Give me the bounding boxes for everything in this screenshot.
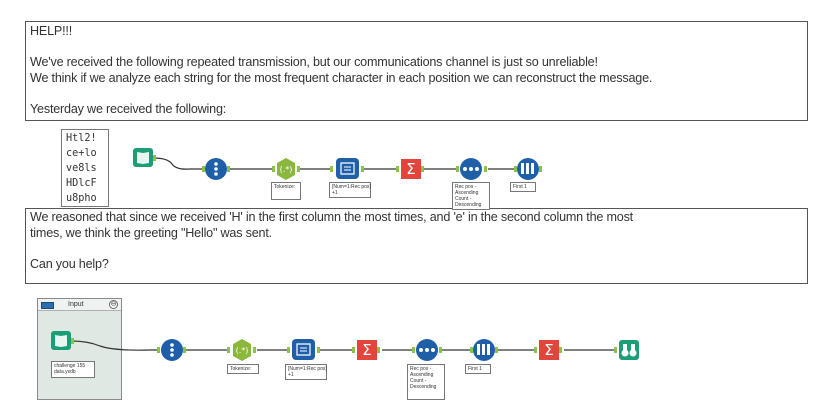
- summarize-tool[interactable]: Σ: [534, 340, 562, 360]
- intro-line-1: HELP!!!: [30, 24, 72, 38]
- container-color-bar: [41, 302, 54, 309]
- formula-annotation: [Num=1:Rec pos] +1: [329, 182, 371, 198]
- tokenize-annotation: Tokenize:: [227, 364, 259, 374]
- sample-tool[interactable]: [514, 158, 542, 180]
- sample-tool[interactable]: [470, 339, 498, 361]
- container-header[interactable]: Input ⊖: [38, 299, 121, 311]
- sample-string: u8pho: [66, 193, 97, 204]
- select-tool[interactable]: [157, 339, 186, 361]
- reasoning-line-1: We reasoned that since we received 'H' i…: [30, 210, 633, 224]
- svg-text:Σ: Σ: [544, 341, 553, 359]
- reasoning-line-3: Can you help?: [30, 256, 109, 271]
- sample-annotation: First 1: [510, 182, 536, 192]
- intro-line-3: We think if we analyze each string for t…: [30, 70, 653, 85]
- formula-annotation: [Num=1:Rec pos] +1: [285, 364, 327, 380]
- intro-line-4: Yesterday we received the following:: [30, 101, 227, 116]
- formula-tool[interactable]: [287, 339, 320, 360]
- bottom-connectors: [70, 340, 614, 351]
- input-annotation: challenge 155 data.yxdb: [51, 361, 95, 378]
- sample-string: ce+lo: [66, 148, 97, 159]
- sample-string: ve8ls: [66, 163, 97, 174]
- input-tool[interactable]: [51, 331, 74, 350]
- reasoning-comment-box[interactable]: We reasoned that since we received 'H' i…: [25, 208, 808, 284]
- sort-annotation: Rec pos - Ascending Count - Descending: [452, 182, 490, 210]
- tokenize-annotation: Tokenize:: [271, 182, 301, 200]
- sort-tool[interactable]: [456, 158, 487, 180]
- browse-tool[interactable]: [614, 340, 639, 360]
- sample-string: HDlcF: [66, 178, 97, 189]
- summarize-tool[interactable]: Σ: [352, 340, 380, 360]
- top-connectors: [152, 157, 514, 170]
- svg-text:(.*): (.*): [236, 346, 249, 355]
- collapse-icon[interactable]: ⊖: [109, 300, 118, 309]
- svg-text:Σ: Σ: [406, 160, 415, 178]
- svg-text:Σ: Σ: [362, 341, 371, 359]
- reasoning-line-2: times, we think the greeting "Hello" was…: [30, 225, 272, 240]
- regex-tool[interactable]: (.*): [272, 158, 300, 180]
- regex-tool[interactable]: (.*): [227, 339, 256, 361]
- formula-tool[interactable]: [330, 158, 364, 179]
- intro-line-2: We've received the following repeated tr…: [30, 55, 598, 70]
- sort-annotation: Rec pos - Ascending Count - Descending: [407, 364, 445, 400]
- intro-comment-box[interactable]: HELP!!! We've received the following rep…: [25, 21, 808, 121]
- input-container[interactable]: Input ⊖: [37, 298, 122, 400]
- summarize-tool[interactable]: Σ: [396, 159, 424, 179]
- sort-tool[interactable]: [412, 339, 442, 361]
- select-tool[interactable]: [202, 158, 230, 180]
- container-title: Input: [68, 301, 84, 308]
- sample-strings-box[interactable]: Htl2! ce+lo ve8ls HDlcF u8pho: [61, 129, 109, 207]
- svg-text:(.*): (.*): [280, 165, 293, 174]
- sample-annotation: First 1: [465, 364, 491, 374]
- sample-string: Htl2!: [66, 133, 97, 144]
- input-tool[interactable]: [133, 148, 156, 167]
